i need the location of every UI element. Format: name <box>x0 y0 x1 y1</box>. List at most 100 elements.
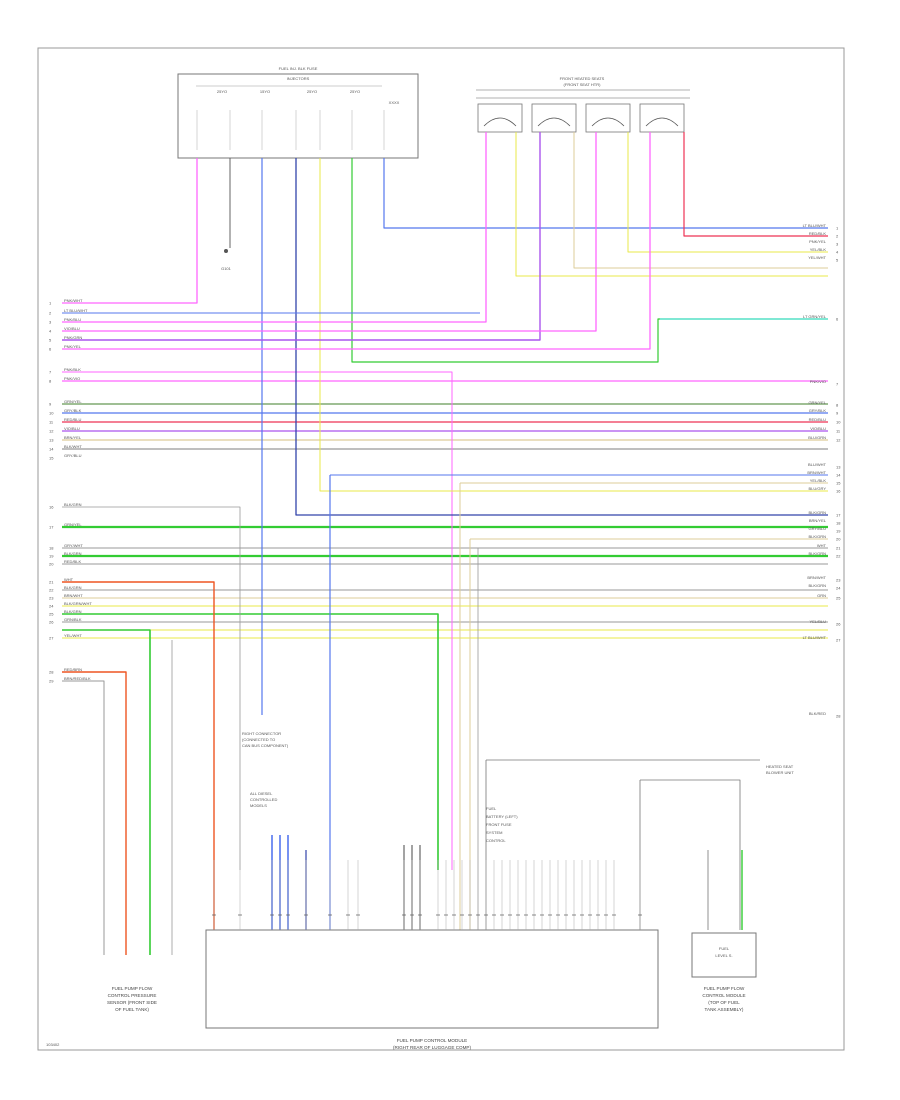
wire-label: GRY/BLK <box>64 408 82 413</box>
note-line: CAN BUS COMPONENT) <box>242 743 289 748</box>
wire-number: 24 <box>836 586 841 591</box>
wire-label: BLK/WHT <box>64 444 82 449</box>
wire-number: 28 <box>836 714 841 719</box>
note-line: (CONNECTED TO <box>242 737 275 742</box>
wire-number: 23 <box>836 578 841 583</box>
wire <box>62 613 439 870</box>
wire-label: GRN/YEL <box>64 522 82 527</box>
note-line: FUEL <box>486 806 497 811</box>
wire <box>62 132 541 341</box>
wire-number: 28 <box>49 670 54 675</box>
wire-number: 19 <box>49 554 54 559</box>
fuse-block-pins <box>196 110 385 150</box>
wire-number: 11 <box>836 429 841 434</box>
fuel-level-box-line: LEVEL S. <box>715 953 732 958</box>
fuse-tag: 25YO <box>217 89 227 94</box>
wire-label: PNK/WHT <box>64 298 83 303</box>
wire-number: 8 <box>49 379 52 384</box>
heated-seats-subtitle: (FRONT SEAT HTR) <box>564 82 602 87</box>
wire-label: BLU/WHT <box>808 462 827 467</box>
wire-label: GRN <box>817 593 826 598</box>
wire <box>62 581 215 930</box>
wire-number: 3 <box>49 320 52 325</box>
fuel-pump-module-caption: FUEL PUMP CONTROL MODULE <box>397 1038 468 1043</box>
wire-number: 23 <box>49 596 54 601</box>
wire-number: 25 <box>49 612 54 617</box>
heater-element-symbol <box>591 117 625 127</box>
wire-label: GRY/WHT <box>64 543 83 548</box>
wire-number: 15 <box>836 481 841 486</box>
wire-label: RED/BRN <box>64 667 82 672</box>
wire-number: 7 <box>49 370 52 375</box>
wire-label: PNK/VIO <box>64 376 80 381</box>
wire-label: BRN/WHT <box>807 470 826 475</box>
wire-number: 22 <box>836 554 841 559</box>
wire <box>62 158 198 304</box>
wire-number: 10 <box>49 411 54 416</box>
wire-label: PNK/BLK <box>64 367 81 372</box>
wire-number: 26 <box>836 622 841 627</box>
note-line: BLOWER UNIT <box>766 770 794 775</box>
wire-label: PNK/YEL <box>809 239 827 244</box>
wire-number: 27 <box>836 638 841 643</box>
wire-label: GRN/YEL <box>808 400 826 405</box>
note-diesel-models: ALL DIESEL CONTROLLED MODELS <box>250 791 277 808</box>
wire-number: 13 <box>49 438 54 443</box>
note-line: CONTROL <box>486 838 506 843</box>
note-heated-seat-blower: HEATED SEAT BLOWER UNIT <box>766 764 794 775</box>
sensor-caption-line: SENSOR (FRONT SIDE <box>107 1000 157 1005</box>
wire-number: 13 <box>836 465 841 470</box>
note-line: RIGHT CONNECTOR <box>242 731 281 736</box>
wire-number: 4 <box>49 329 52 334</box>
wire <box>515 132 828 277</box>
wire <box>62 132 651 350</box>
wire-number: 22 <box>49 588 54 593</box>
fuel-level-caption-line: FUEL PUMP FLOW <box>704 986 745 991</box>
wire-label: YEL/BLK <box>810 247 827 252</box>
wire-label: BLK/GRN <box>64 585 82 590</box>
wire-number: 12 <box>49 429 54 434</box>
seat-heater-elements <box>477 103 685 133</box>
wire-label: GRY/BLK <box>809 408 827 413</box>
wire-number: 3 <box>836 242 839 247</box>
note-line: MODELS <box>250 803 267 808</box>
wire-number: 21 <box>49 580 54 585</box>
fuse-tag: 15YO <box>260 89 270 94</box>
wire-number: 16 <box>836 489 841 494</box>
wire-number: 19 <box>836 529 841 534</box>
wire <box>683 132 828 237</box>
wire-number: 9 <box>49 402 52 407</box>
fuel-pump-pressure-sensor: FUEL PUMP FLOW CONTROL PRESSURE SENSOR (… <box>107 986 157 1012</box>
wire <box>62 506 241 870</box>
sensor-caption-line: CONTROL PRESSURE <box>108 993 157 998</box>
wire-number: 17 <box>836 513 841 518</box>
wire-label: BLK/GRN <box>808 510 826 515</box>
wire-number: 1 <box>49 301 52 306</box>
fuel-injector-fuse-block: FUEL INJ. BLK FUSE INJECTORS 25YO 15YO 2… <box>177 66 419 159</box>
wire-label: LT BLU/WHT <box>64 308 88 313</box>
wire-label: WHT <box>817 543 827 548</box>
wire-number: 7 <box>836 382 839 387</box>
wire <box>62 132 597 332</box>
wire <box>62 629 151 955</box>
fuel-pump-control-module: FUEL PUMP CONTROL MODULE (RIGHT REAR OF … <box>205 860 659 1050</box>
wire-label: BLK/GRN <box>808 551 826 556</box>
wire-number: 18 <box>836 521 841 526</box>
wire <box>62 371 453 870</box>
wire-label: BLK/GRN <box>808 534 826 539</box>
wire-label: GRN/YEL <box>64 399 82 404</box>
ground-point: G101 <box>221 249 232 271</box>
wire-label: BLK/GRN/WHT <box>64 601 92 606</box>
heated-seats-title: FRONT HEATED SEATS <box>560 76 605 81</box>
heater-element-symbol <box>537 117 571 127</box>
wire-label: PNK/YEL <box>64 344 82 349</box>
wire-number: 6 <box>49 347 52 352</box>
wire-label: WHT <box>64 577 74 582</box>
wire-label: GRN/BLK <box>64 617 82 622</box>
wire-label: YEL/WHT <box>64 633 82 638</box>
wire-label: PNK/BLU <box>64 317 81 322</box>
wire-number: 4 <box>836 250 839 255</box>
note-line: HEATED SEAT <box>766 764 794 769</box>
sensor-caption-line: FUEL PUMP FLOW <box>112 986 153 991</box>
note-fuel-battery: FUEL BATTERY (LEFT) FRONT FUSE SYSTEM CO… <box>486 806 518 843</box>
